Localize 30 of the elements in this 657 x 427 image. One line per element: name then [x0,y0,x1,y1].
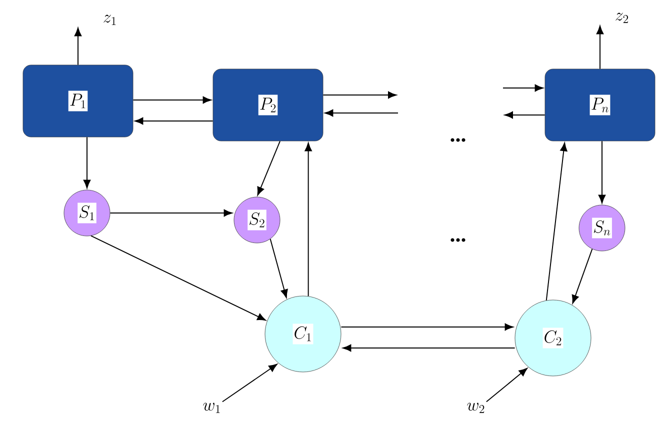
process-box: $P_1$ [22,64,134,138]
arrow [572,248,593,304]
ellipsis: ... [450,138,466,142]
variable-label: $z_2$ [616,12,628,23]
arrow [502,84,544,92]
arrow [90,235,266,321]
variable-label: $w_1$ [203,402,220,413]
arrow [596,26,604,70]
arrow [110,209,232,217]
arrow [304,142,312,297]
arrow [486,368,528,402]
variable-label: $w_2$ [467,402,484,413]
arrow [504,111,546,119]
arrow [257,140,280,196]
arrow [222,364,278,402]
arrow [83,136,91,188]
arrow [324,109,398,117]
arrow [74,28,82,66]
variable-label: $z_1$ [104,14,116,25]
arrow [270,238,288,298]
arrow [598,140,606,204]
process-box: $P_2$ [212,68,324,142]
ellipsis: ... [450,238,466,242]
arrow [132,96,212,104]
arrow [342,344,516,352]
arrow [546,142,568,301]
arrow [134,117,214,125]
process-box: $P_n$ [544,68,656,142]
arrow [322,91,397,99]
arrow [340,323,514,331]
